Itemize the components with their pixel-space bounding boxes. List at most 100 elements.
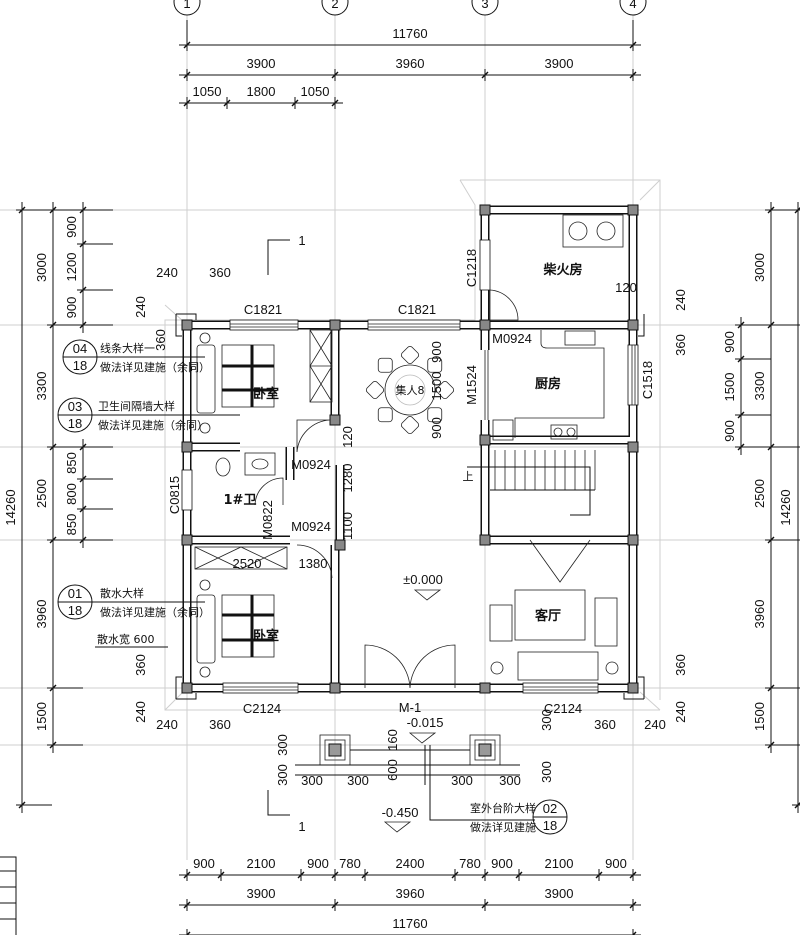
section-mark-bottom: 1 [298, 819, 305, 834]
window-c1218 [479, 239, 491, 291]
dim-s300h: 300 [539, 761, 554, 783]
dimension-tick [451, 871, 459, 879]
dim-top-sub-label: 1050 [193, 84, 222, 99]
kitchen-counter [492, 214, 624, 441]
dim-right-bays-label: 3300 [752, 372, 767, 401]
dim-top-sub-label: 1800 [247, 84, 276, 99]
dim-tl240: 240 [156, 265, 178, 280]
dim-left-sub-top-label: 900 [64, 297, 79, 319]
dimension-tick [595, 871, 603, 879]
window-c2124-a [222, 682, 299, 694]
door-m1 [364, 644, 456, 689]
dim-left-bays-label: 3960 [34, 600, 49, 629]
axis-label: 4 [629, 0, 636, 11]
elevation-outdoor: -0.450 [382, 805, 419, 820]
dim-left-sub-top-label: 1200 [64, 253, 79, 282]
dim-left-bays-label: 2500 [34, 479, 49, 508]
title-block-fragment [0, 856, 17, 935]
dimension-tick [79, 475, 87, 483]
opening-label-m0822: M0822 [260, 500, 275, 540]
axis-label: 2 [331, 0, 338, 11]
callout-01-number: 01 [68, 586, 82, 601]
dimension-tick [183, 871, 191, 879]
dim-left-sub-mid-label: 800 [64, 483, 79, 505]
callout-03-number: 03 [68, 399, 82, 414]
room-label-bedroom-lower: 卧室 [253, 628, 279, 644]
dining-chair [400, 345, 420, 365]
callout-02-number: 02 [543, 801, 557, 816]
room-label-living: 客厅 [535, 608, 561, 624]
dimension-tick [331, 71, 339, 79]
opening-label-m1: M-1 [399, 700, 421, 715]
dim-dn900a: 900 [429, 341, 444, 363]
room-label-kitchen: 厨房 [535, 376, 561, 392]
dim-left-total-label: 14260 [3, 489, 18, 525]
dim-top-sub-label: 1050 [301, 84, 330, 99]
apron-width-label: 散水宽 600 [97, 632, 155, 646]
dimension-tick [79, 286, 87, 294]
dimension-tick [79, 240, 87, 248]
bed-upper [196, 332, 275, 434]
dimension-tick [49, 321, 57, 329]
dimension-tick [18, 801, 26, 809]
dimension-tick [186, 931, 191, 935]
dimension-tick [632, 931, 637, 935]
callout-02-note: 做法详见建施 [470, 820, 536, 834]
opening-label-c2124_a: C2124 [243, 701, 281, 716]
dim-bl240: 240 [156, 717, 178, 732]
dim-s300g: 300 [539, 709, 554, 731]
dim-s600: 600 [385, 759, 400, 781]
dim-bottom-sub-label: 900 [491, 856, 513, 871]
dim-s160: 160 [385, 729, 400, 751]
opening-label-c1821_a: C1821 [244, 302, 282, 317]
room-label-bathroom: 1#卫 [224, 493, 257, 508]
dim-s300c: 300 [301, 773, 323, 788]
dim-bottom-bays-label: 3900 [247, 886, 276, 901]
dimension-tick [331, 99, 339, 107]
opening-label-m0924_c: M0924 [291, 519, 331, 534]
dimension-tick [629, 41, 637, 49]
door-m0924-lower [296, 544, 333, 579]
stairs [467, 450, 596, 583]
axis-grid [0, 15, 800, 860]
dimension-tick [49, 684, 57, 692]
dim-top-total-label: 11760 [392, 26, 427, 41]
dim-s300b: 300 [275, 764, 290, 786]
dimension-tick [49, 443, 57, 451]
dim-right-bays-label: 3960 [752, 600, 767, 629]
dim-d1280: 1280 [340, 464, 355, 493]
bed-lower [196, 579, 275, 678]
dimension-tick [49, 206, 57, 214]
dimension-tick [217, 871, 225, 879]
dimension-tick [629, 871, 637, 879]
dim-left-bays-label: 1500 [34, 702, 49, 731]
opening-label-m1524: M1524 [464, 365, 479, 405]
dining-chair [377, 407, 393, 423]
elevation-entry: -0.015 [407, 715, 444, 730]
dim-d1380: 1380 [299, 556, 328, 571]
wardrobe [194, 329, 333, 570]
dim-left-sub-mid-label: 850 [64, 452, 79, 474]
dim-br240v: 240 [673, 701, 688, 723]
dim-bl240v: 240 [133, 701, 148, 723]
dimension-tick [767, 536, 775, 544]
dimension-tick [481, 71, 489, 79]
dim-br360: 360 [594, 717, 616, 732]
dim-s300e: 300 [451, 773, 473, 788]
window-c1518 [627, 344, 639, 406]
furniture [194, 214, 624, 821]
dimension-tick [183, 99, 191, 107]
callout-03-note: 做法详见建施（余同） [98, 418, 208, 432]
callout-04-title: 线条大样一 [100, 341, 155, 355]
dimension-tick [331, 901, 339, 909]
dining-table [365, 345, 455, 435]
dim-s300f: 300 [499, 773, 521, 788]
dimension-tick [361, 871, 369, 879]
dim-right-total-label: 14260 [778, 489, 793, 525]
dim-right-sub-label: 1500 [722, 373, 737, 402]
dimension-tick [629, 901, 637, 909]
dim-right-bays-label: 2500 [752, 479, 767, 508]
callout-02-title: 室外台阶大样 [470, 801, 536, 815]
opening-label-c1218: C1218 [464, 249, 479, 287]
